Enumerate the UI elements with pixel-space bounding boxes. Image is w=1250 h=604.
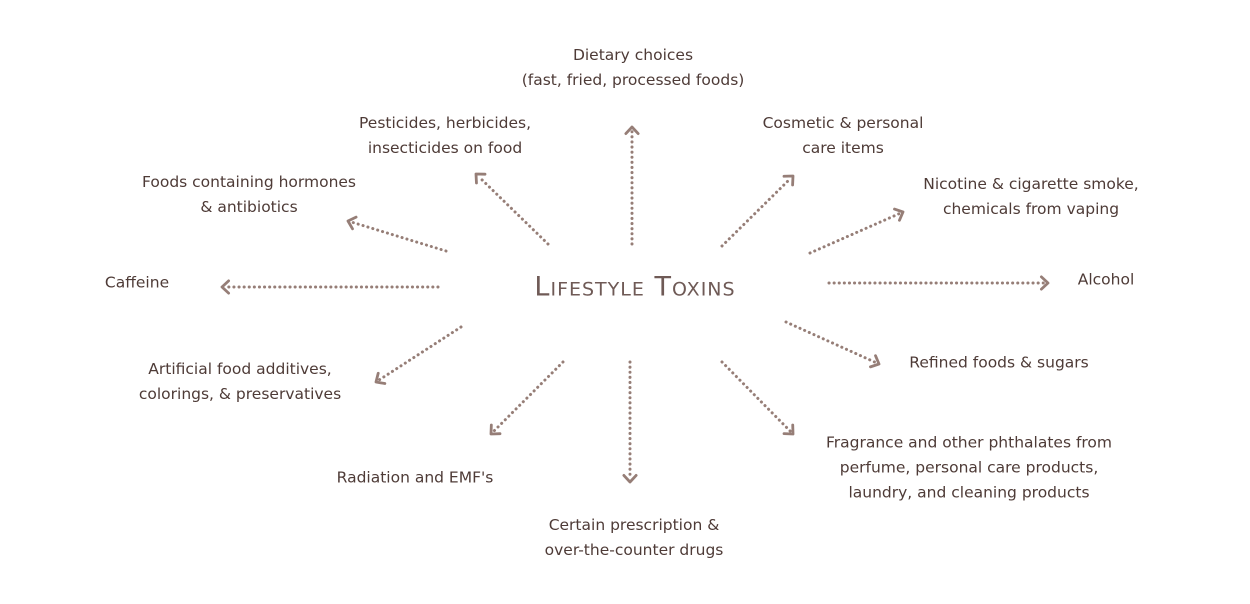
label-line: over-the-counter drugs (544, 541, 724, 559)
arrow-shaft (720, 360, 792, 433)
label-dietary-choices: Dietary choices (fast, fried, processed f… (522, 43, 745, 93)
label-caffeine: Caffeine (105, 271, 169, 296)
arrow-shaft (350, 220, 448, 253)
label-nicotine: Nicotine & cigarette smoke, chemicals fro… (923, 172, 1139, 222)
arrow-dietary-choices (624, 125, 640, 246)
arrow-shaft (720, 177, 792, 248)
label-hormones: Foods containing hormones & antibiotics (142, 170, 356, 220)
label-alcohol: Alcohol (1078, 268, 1135, 293)
arrow-head (869, 354, 881, 369)
arrow-refined-foods (784, 320, 881, 369)
arrow-alcohol (827, 275, 1050, 291)
arrow-caffeine (220, 279, 440, 295)
label-drugs: Certain prescription & over-the-counter d… (545, 513, 724, 563)
arrow-head (474, 172, 487, 185)
label-line: chemicals from vaping (942, 200, 1120, 218)
arrow-head (782, 423, 795, 436)
label-fragrance: Fragrance and other phthalates from perfu… (826, 431, 1112, 506)
label-line: colorings, & preservatives (138, 385, 342, 403)
arrow-head (893, 207, 905, 222)
label-line: Certain prescription & (548, 516, 720, 534)
arrow-shaft (492, 360, 565, 433)
label-line: laundry, and cleaning products (848, 483, 1090, 502)
arrow-head (346, 215, 358, 231)
label-refined-foods: Refined foods & sugars (909, 351, 1088, 376)
arrow-additives (374, 325, 463, 385)
arrow-head (782, 174, 795, 187)
label-cosmetics: Cosmetic & personal care items (763, 111, 924, 161)
arrow-head (622, 474, 638, 484)
arrow-shaft (808, 212, 901, 255)
arrow-shaft (377, 325, 463, 382)
label-line: Refined foods & sugars (909, 353, 1089, 372)
arrow-nicotine (808, 207, 905, 255)
arrow-head (489, 423, 502, 436)
arrow-cosmetics (720, 174, 795, 248)
label-radiation: Radiation and EMF's (337, 466, 494, 491)
arrow-shaft (477, 175, 550, 246)
label-line: Fragrance and other phthalates from (825, 433, 1113, 452)
label-line: Cosmetic & personal (762, 114, 924, 132)
label-line: Caffeine (104, 273, 170, 292)
label-line: insecticides on food (367, 139, 523, 157)
arrow-head (624, 125, 640, 135)
label-line: (fast, fried, processed foods) (521, 71, 745, 89)
label-line: Alcohol (1077, 270, 1135, 289)
arrow-hormones (346, 215, 448, 253)
arrow-radiation (489, 360, 565, 436)
arrow-head (374, 371, 387, 385)
arrow-shaft (784, 320, 877, 364)
label-line: Artificial food additives, (148, 360, 332, 378)
arrow-fragrance (720, 360, 795, 436)
label-line: Nicotine & cigarette smoke, (923, 175, 1139, 193)
arrow-head (220, 279, 230, 295)
label-line: & antibiotics (200, 198, 298, 216)
label-pesticides: Pesticides, herbicides, insecticides on f… (359, 111, 531, 161)
label-line: Radiation and EMF's (336, 468, 494, 487)
label-line: perfume, personal care products, (839, 458, 1099, 477)
label-line: Pesticides, herbicides, (358, 114, 532, 132)
arrow-head (1040, 275, 1050, 291)
label-line: Foods containing hormones (141, 173, 357, 191)
label-additives: Artificial food additives, colorings, & p… (139, 357, 341, 407)
center-title: Lifestyle Toxins (534, 271, 736, 303)
arrow-pesticides (474, 172, 550, 246)
label-line: care items (802, 139, 884, 157)
arrow-drugs (622, 360, 638, 484)
label-line: Dietary choices (572, 46, 694, 64)
